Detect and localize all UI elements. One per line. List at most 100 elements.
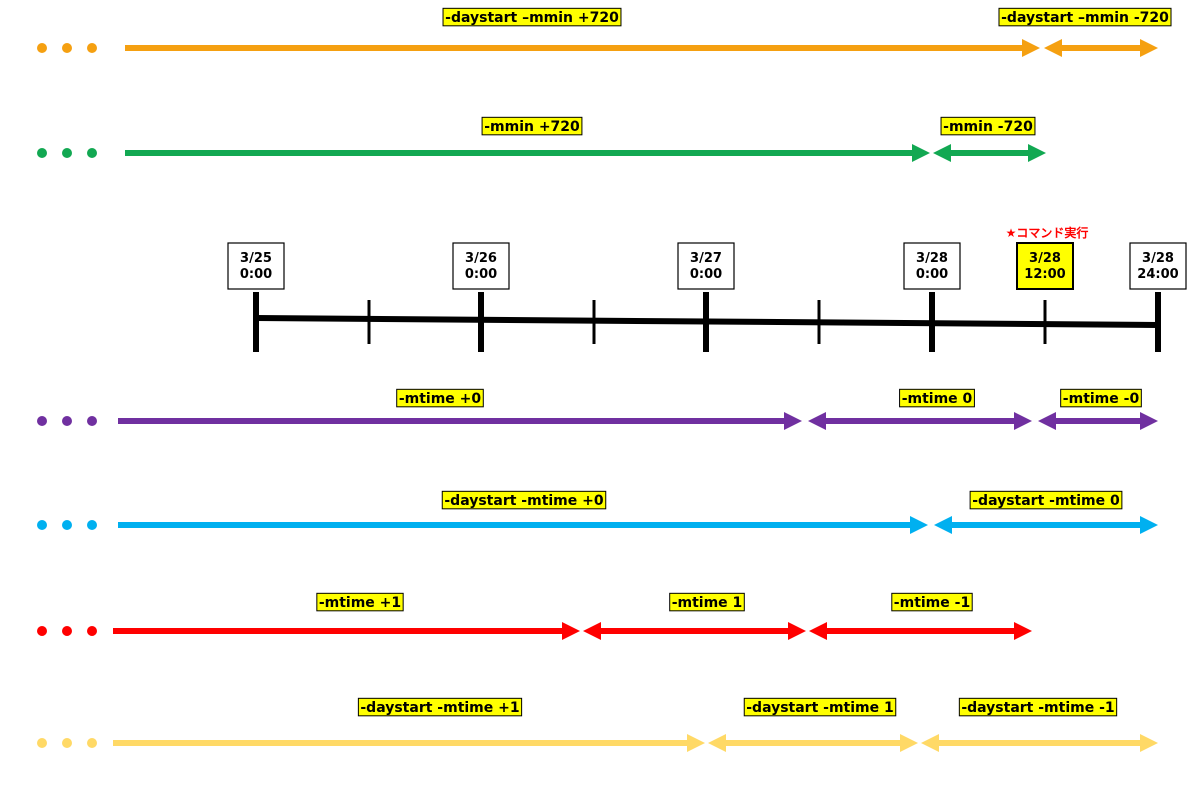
- arrow-row-daystart-mmin-dot-3: [87, 43, 97, 53]
- tick-label-6-date: 3/28: [1142, 251, 1174, 266]
- arrow-row-daystart-mtime-1-segment-1-right-head: [687, 734, 705, 752]
- arrow-row-daystart-mmin-segment-1-label-text: -daystart –mmin +720: [445, 10, 619, 26]
- arrow-row-daystart-mmin-segment-2-label: -daystart –mmin -720: [998, 7, 1172, 27]
- arrow-row-daystart-mtime-1-segment-2-left-head: [708, 734, 726, 752]
- arrow-row-mtime-1-segment-2-label-text: -mtime 1: [672, 595, 743, 611]
- arrow-row-daystart-mtime-0-segment-2-left-head: [934, 516, 952, 534]
- tick-label-5-box: [1016, 242, 1074, 290]
- arrow-row-mtime-1-segment-3-label: -mtime -1: [891, 592, 973, 612]
- arrow-row-daystart-mtime-1-segment-3-label-text: -daystart -mtime -1: [961, 700, 1114, 716]
- arrow-row-daystart-mtime-1-segment-1-label-box: [357, 697, 523, 717]
- arrow-row-mtime-1-segment-3-right-head: [1014, 622, 1032, 640]
- command-executed-note: ★コマンド実行: [1006, 225, 1089, 240]
- arrow-row-daystart-mmin-dot-1: [37, 43, 47, 53]
- arrow-row-daystart-mtime-0-segment-1-label: -daystart -mtime +0: [441, 490, 607, 510]
- arrow-row-mtime-0-dot-3: [87, 416, 97, 426]
- tick-label-1-time: 0:00: [240, 267, 272, 282]
- arrow-row-mtime-0-segment-1-label: -mtime +0: [396, 388, 484, 408]
- arrow-row-daystart-mtime-0-segment-1-label-text: -daystart -mtime +0: [444, 493, 603, 509]
- tick-label-3-time: 0:00: [690, 267, 722, 282]
- arrow-row-daystart-mtime-0-segment-2-right-head: [1140, 516, 1158, 534]
- arrow-row-daystart-mmin-segment-1-label: -daystart –mmin +720: [442, 7, 622, 27]
- arrow-row-mtime-0-dot-1: [37, 416, 47, 426]
- arrow-row-daystart-mtime-1-dot-3: [87, 738, 97, 748]
- tick-label-4: 3/280:00: [903, 242, 961, 290]
- arrow-row-mtime-0-segment-3-left-head: [1038, 412, 1056, 430]
- arrow-row-daystart-mtime-1-dot-2: [62, 738, 72, 748]
- tick-label-4-date: 3/28: [916, 251, 948, 266]
- tick-label-3: 3/270:00: [677, 242, 735, 290]
- arrow-row-daystart-mtime-0-segment-2-label-box: [969, 490, 1123, 510]
- arrow-row-mmin-segment-2-label: -mmin -720: [940, 116, 1036, 136]
- arrow-row-daystart-mtime-0-dot-1: [37, 520, 47, 530]
- arrow-row-mtime-0-segment-1-label-box: [396, 388, 484, 408]
- tick-label-5-time: 12:00: [1024, 267, 1065, 282]
- arrow-row-daystart-mtime-1-segment-2-label-text: -daystart -mtime 1: [746, 700, 894, 716]
- arrow-row-daystart-mmin-dot-2: [62, 43, 72, 53]
- arrow-row-mtime-1-segment-1-label-text: -mtime +1: [319, 595, 401, 611]
- arrow-row-daystart-mtime-1-segment-3-left-head: [921, 734, 939, 752]
- tick-label-5-date: 3/28: [1029, 251, 1061, 266]
- tick-label-1-date: 3/25: [240, 251, 272, 266]
- arrow-row-mmin-dot-2: [62, 148, 72, 158]
- arrow-row-daystart-mtime-1-segment-3-label: -daystart -mtime -1: [958, 697, 1118, 717]
- arrow-row-daystart-mmin-segment-2-label-box: [998, 7, 1172, 27]
- arrow-row-mtime-1-segment-1-right-head: [562, 622, 580, 640]
- tick-label-1: 3/250:00: [227, 242, 285, 290]
- arrow-row-daystart-mtime-1-segment-2-right-head: [900, 734, 918, 752]
- arrow-row-mtime-1-segment-3-left-head: [809, 622, 827, 640]
- arrow-row-mmin-segment-1-label: -mmin +720: [481, 116, 583, 136]
- tick-label-4-box: [903, 242, 961, 290]
- tick-label-6-box: [1129, 242, 1187, 290]
- arrow-row-mtime-1-dot-2: [62, 626, 72, 636]
- arrow-row-mmin-segment-2-left-head: [933, 144, 951, 162]
- tick-label-2-box: [452, 242, 510, 290]
- arrow-row-daystart-mtime-0-segment-1-right-head: [910, 516, 928, 534]
- arrow-row-mtime-1-dot-3: [87, 626, 97, 636]
- arrow-row-daystart-mmin-segment-2-right-head: [1140, 39, 1158, 57]
- arrow-row-mtime-1-segment-2-label: -mtime 1: [669, 592, 745, 612]
- arrow-row-mtime-0-segment-1-right-head: [784, 412, 802, 430]
- tick-label-2-time: 0:00: [465, 267, 497, 282]
- arrow-row-mtime-1-segment-2-left-head: [583, 622, 601, 640]
- arrow-row-mmin-segment-1-label-text: -mmin +720: [484, 119, 580, 135]
- arrow-row-mtime-0-segment-2-right-head: [1014, 412, 1032, 430]
- arrow-row-daystart-mtime-1-segment-2-label-box: [743, 697, 897, 717]
- arrow-row-daystart-mtime-0-segment-1-label-box: [441, 490, 607, 510]
- arrow-row-daystart-mtime-0-dot-3: [87, 520, 97, 530]
- tick-label-1-box: [227, 242, 285, 290]
- arrow-row-daystart-mtime-1-segment-2-label: -daystart -mtime 1: [743, 697, 897, 717]
- arrow-row-daystart-mtime-1-segment-3-right-head: [1140, 734, 1158, 752]
- arrow-row-daystart-mtime-1-segment-3-label-box: [958, 697, 1118, 717]
- arrow-row-mtime-0-segment-2-label: -mtime 0: [899, 388, 975, 408]
- arrow-row-mtime-1-segment-2-right-head: [788, 622, 806, 640]
- arrow-row-mmin-segment-1-right-head: [912, 144, 930, 162]
- arrow-row-daystart-mtime-0-dot-2: [62, 520, 72, 530]
- arrow-row-daystart-mtime-0-segment-2-label: -daystart -mtime 0: [969, 490, 1123, 510]
- tick-label-3-date: 3/27: [690, 251, 722, 266]
- arrow-row-daystart-mmin-segment-2-label-text: -daystart –mmin -720: [1001, 10, 1169, 26]
- tick-label-6-time: 24:00: [1137, 267, 1178, 282]
- arrow-row-mtime-1-segment-2-label-box: [669, 592, 745, 612]
- arrow-row-mtime-1-dot-1: [37, 626, 47, 636]
- arrow-row-mtime-0-segment-3-label-box: [1060, 388, 1142, 408]
- arrow-row-daystart-mtime-1-dot-1: [37, 738, 47, 748]
- tick-label-3-box: [677, 242, 735, 290]
- tick-label-4-time: 0:00: [916, 267, 948, 282]
- arrow-row-mtime-0-segment-1-label-text: -mtime +0: [399, 391, 482, 407]
- arrow-row-mtime-0-segment-2-label-text: -mtime 0: [902, 391, 973, 407]
- arrow-row-daystart-mtime-0-segment-2-label-text: -daystart -mtime 0: [972, 493, 1120, 509]
- tick-label-2-date: 3/26: [465, 251, 497, 266]
- arrow-row-daystart-mtime-1-segment-1-label: -daystart -mtime +1: [357, 697, 523, 717]
- arrow-row-mtime-1-segment-1-label: -mtime +1: [316, 592, 404, 612]
- arrow-row-mtime-0-segment-3-label: -mtime -0: [1060, 388, 1142, 408]
- arrow-row-mmin-segment-1-label-box: [481, 116, 583, 136]
- arrow-row-daystart-mmin-segment-1-right-head: [1022, 39, 1040, 57]
- arrow-row-mtime-0-segment-2-label-box: [899, 388, 975, 408]
- tick-label-2: 3/260:00: [452, 242, 510, 290]
- arrow-row-mmin-segment-2-right-head: [1028, 144, 1046, 162]
- arrow-row-mmin-dot-3: [87, 148, 97, 158]
